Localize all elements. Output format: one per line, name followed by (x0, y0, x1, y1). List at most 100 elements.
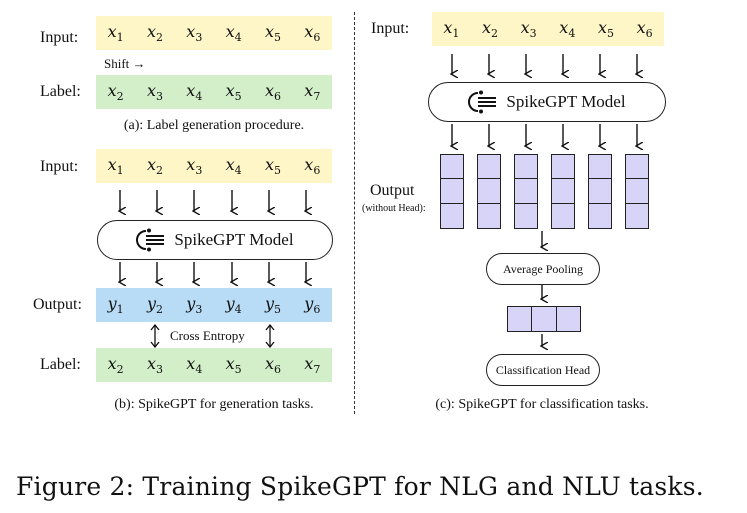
token-subscript: 7 (313, 90, 321, 104)
output-vector-4 (551, 154, 575, 229)
token-base: y (146, 293, 156, 313)
token: x5 (258, 155, 288, 177)
output-vector-1 (440, 154, 464, 229)
token-base: x (107, 21, 117, 41)
token-base: x (225, 80, 235, 100)
panel-b-input-label: Input: (40, 158, 79, 175)
token-subscript: 4 (568, 27, 576, 41)
token: x7 (297, 81, 327, 103)
token-base: x (146, 80, 156, 100)
token: y1 (101, 294, 131, 316)
classification-head-label: Classification Head (495, 362, 591, 377)
token-subscript: 2 (156, 31, 163, 45)
token-subscript: 4 (234, 303, 242, 317)
arrow-to-head (536, 334, 548, 354)
panel-a-label-label: Label: (40, 83, 81, 100)
token-subscript: 6 (313, 31, 321, 45)
token: x3 (140, 81, 170, 103)
token-base: x (107, 154, 117, 174)
token-base: x (146, 154, 156, 174)
token-base: x (304, 353, 314, 373)
token-subscript: 5 (273, 164, 281, 178)
panel-a-input-label: Input: (40, 29, 79, 46)
output-vector-6 (625, 154, 649, 229)
token: x3 (179, 22, 209, 44)
token-base: x (186, 154, 196, 174)
token: x1 (436, 18, 466, 40)
token-subscript: 2 (491, 27, 498, 41)
token-base: x (225, 154, 235, 174)
token: x4 (219, 22, 249, 44)
token-base: x (264, 21, 274, 41)
token: x2 (101, 81, 131, 103)
token: x4 (552, 18, 582, 40)
token: x2 (140, 155, 170, 177)
output-vector-5 (588, 154, 612, 229)
token-base: x (186, 21, 196, 41)
model-icon (136, 228, 165, 252)
token-base: x (186, 80, 196, 100)
token-base: x (597, 17, 607, 37)
token-subscript: 5 (273, 303, 281, 317)
model-icon (468, 90, 497, 114)
token: x6 (258, 354, 288, 376)
panel-c-input-label: Input: (371, 20, 410, 37)
token: x7 (297, 354, 327, 376)
token-base: y (264, 293, 274, 313)
token-subscript: 3 (195, 164, 203, 178)
arrow-to-pooling (536, 231, 548, 253)
token-subscript: 3 (529, 27, 537, 41)
token: x3 (514, 18, 544, 40)
token-subscript: 1 (116, 31, 124, 45)
token-subscript: 5 (234, 90, 242, 104)
token-base: x (520, 17, 530, 37)
token: x4 (179, 354, 209, 376)
panel-b-model-label: SpikeGPT Model (174, 230, 294, 249)
panel-c-model-label: SpikeGPT Model (506, 92, 626, 111)
token: x6 (297, 155, 327, 177)
token: x6 (630, 18, 660, 40)
token: x6 (297, 22, 327, 44)
token: y2 (140, 294, 170, 316)
token-base: x (107, 80, 117, 100)
token-base: y (304, 293, 314, 313)
arrow-to-pooled-vector (536, 285, 548, 307)
token: x4 (219, 155, 249, 177)
panel-c-output-sublabel: (without Head): (362, 203, 426, 214)
average-pooling-label: Average Pooling (502, 261, 584, 276)
shift-label: Shift → (104, 56, 146, 71)
token: x5 (258, 22, 288, 44)
token-subscript: 1 (116, 303, 124, 317)
token-subscript: 2 (156, 303, 163, 317)
token: x2 (140, 22, 170, 44)
double-arrow-icon (265, 324, 275, 348)
figure-caption: Figure 2: Training SpikeGPT for NLG and … (16, 472, 704, 501)
token-subscript: 6 (313, 303, 321, 317)
token-subscript: 4 (234, 31, 242, 45)
token: y6 (297, 294, 327, 316)
token-base: x (107, 353, 117, 373)
token: x4 (179, 81, 209, 103)
token: x3 (140, 354, 170, 376)
average-pooling-box: Average Pooling (486, 253, 600, 285)
token-base: x (304, 80, 314, 100)
token: x5 (591, 18, 621, 40)
panel-b-label-label: Label: (40, 356, 81, 373)
token-subscript: 2 (116, 90, 124, 104)
token-subscript: 2 (116, 363, 124, 377)
panel-c-input-arrows (432, 54, 664, 80)
pooled-vector (507, 306, 581, 332)
token-subscript: 5 (234, 363, 242, 377)
token-base: x (225, 21, 235, 41)
panel-c-caption: (c): SpikeGPT for classification tasks. (435, 397, 649, 412)
token-base: x (481, 17, 491, 37)
token-base: x (146, 21, 156, 41)
panel-b-output-arrows (96, 262, 332, 288)
token-subscript: 3 (156, 90, 163, 104)
token-base: x (146, 353, 156, 373)
token: x1 (101, 155, 131, 177)
